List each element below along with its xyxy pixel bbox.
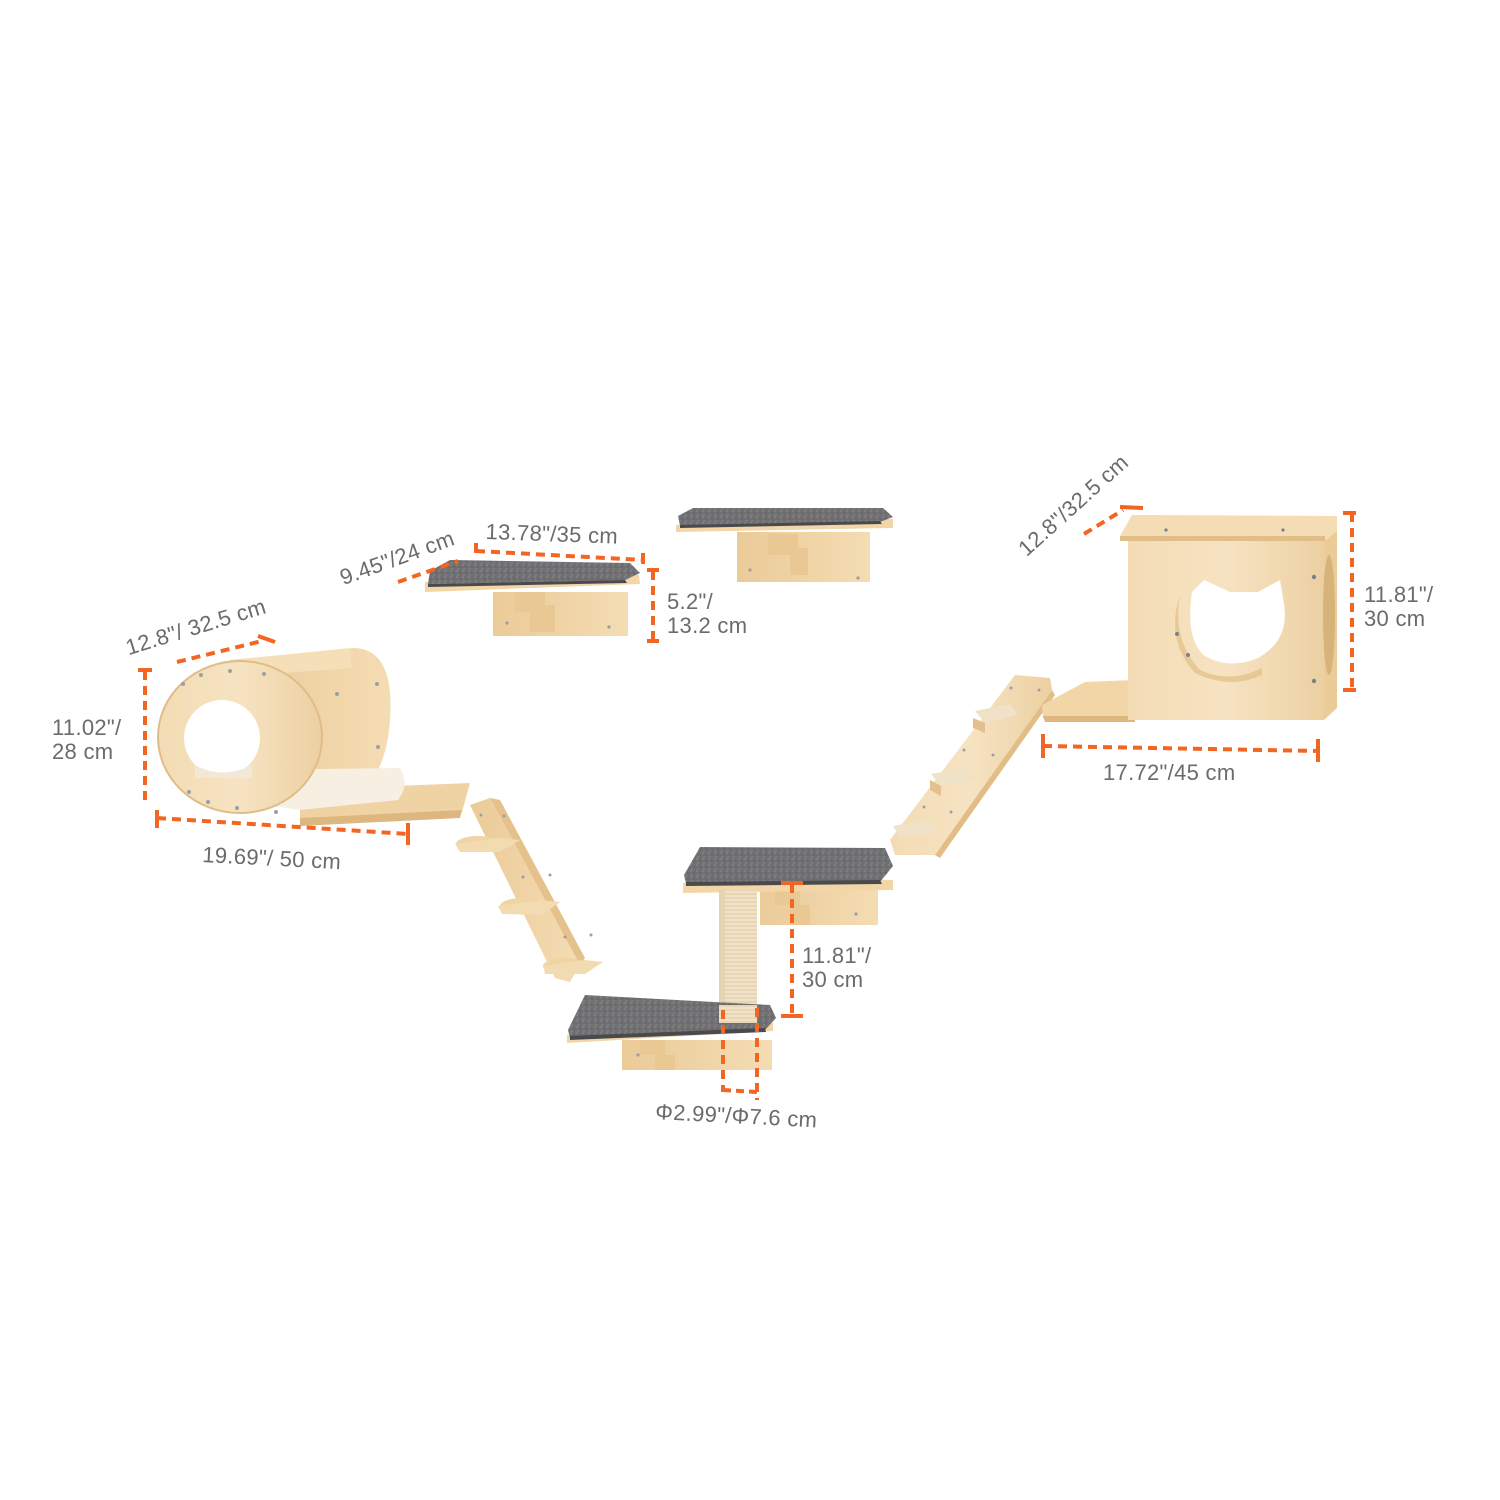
capsule-bed — [157, 648, 470, 826]
post-height-line1: 11.81"/ — [802, 943, 872, 968]
house-width-label: 17.72"/45 cm — [1103, 760, 1236, 785]
cube-cat-house — [1042, 515, 1337, 722]
house-height-line2: 30 cm — [1364, 606, 1426, 631]
house-height-line1: 11.81"/ — [1364, 582, 1434, 607]
wall-ladder-left — [455, 798, 603, 982]
post-height-label: 11.81"/ 30 cm — [802, 944, 871, 992]
carpeted-shelf-1 — [425, 560, 640, 636]
shelf-height-line2: 13.2 cm — [667, 613, 748, 638]
capsule-height-line2: 28 cm — [52, 739, 114, 764]
dimension-lines — [138, 505, 1356, 1100]
wall-ladder-right — [890, 675, 1055, 858]
house-height-label: 11.81"/ 30 cm — [1364, 583, 1433, 631]
post-height-line2: 30 cm — [802, 967, 864, 992]
capsule-height-label: 11.02"/ 28 cm — [52, 716, 121, 764]
carpeted-shelf-2 — [676, 508, 893, 582]
shelf-height-label: 5.2"/ 13.2 cm — [667, 590, 747, 638]
shelf-height-line1: 5.2"/ — [667, 589, 714, 614]
capsule-height-line1: 11.02"/ — [52, 715, 122, 740]
shelf-width-label: 13.78"/35 cm — [485, 519, 619, 549]
